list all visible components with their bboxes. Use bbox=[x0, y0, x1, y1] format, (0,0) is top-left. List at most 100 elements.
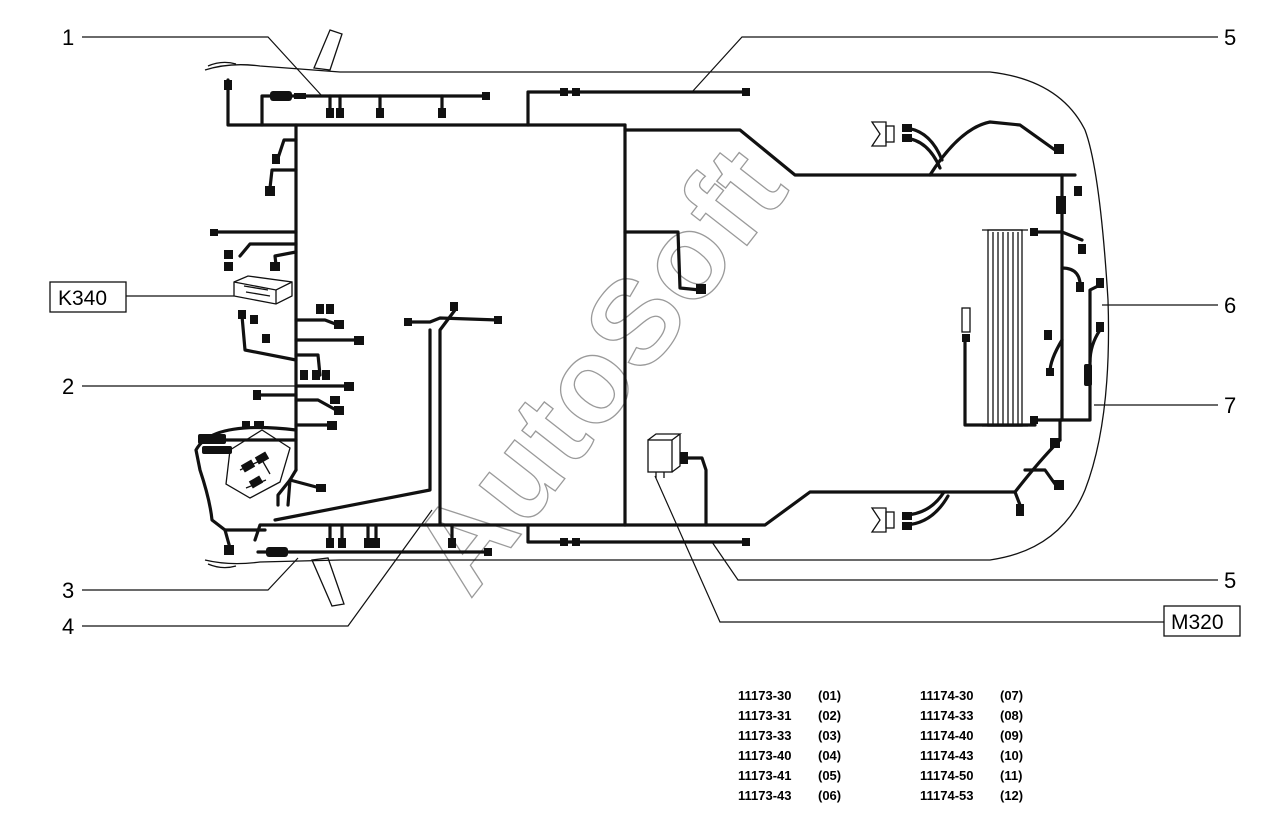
variant-number: (11) bbox=[1000, 768, 1023, 783]
connector bbox=[326, 108, 334, 118]
callout-7: 7 bbox=[1224, 393, 1236, 418]
connector bbox=[272, 154, 280, 164]
connector bbox=[242, 421, 250, 429]
callout-3: 3 bbox=[62, 578, 74, 603]
connector bbox=[572, 538, 580, 546]
variant-code-row: 11174-50(11) bbox=[920, 766, 1023, 786]
connector bbox=[372, 538, 380, 548]
connector bbox=[1056, 206, 1066, 214]
connector bbox=[1044, 330, 1052, 340]
callout-6: 6 bbox=[1224, 293, 1236, 318]
connector bbox=[334, 406, 344, 415]
connector bbox=[560, 88, 568, 96]
connector bbox=[404, 318, 412, 326]
connector bbox=[742, 538, 750, 546]
callout-4: 4 bbox=[62, 614, 74, 639]
variant-code-row: 11173-41 (05) bbox=[738, 766, 841, 786]
connector bbox=[696, 284, 706, 294]
variant-part-number: 11174-33 bbox=[920, 708, 974, 723]
variant-number: (08) bbox=[1000, 708, 1024, 723]
variant-number: (07) bbox=[1000, 688, 1024, 703]
variant-part-number: 11173-43 bbox=[738, 788, 792, 803]
variant-number: (05) bbox=[818, 768, 842, 783]
rear-speaker-bottom-shape bbox=[870, 507, 895, 533]
connector bbox=[270, 262, 280, 271]
connector bbox=[1054, 480, 1064, 490]
variant-code-row: 11173-43(06) bbox=[738, 786, 841, 806]
variant-number: (02) bbox=[818, 708, 842, 723]
connector bbox=[1046, 368, 1054, 376]
variant-number: (10) bbox=[1000, 748, 1024, 763]
connector bbox=[484, 548, 492, 556]
connector bbox=[262, 334, 270, 343]
connectors bbox=[198, 80, 1104, 557]
connector bbox=[224, 80, 232, 90]
car-body-outline bbox=[204, 29, 1110, 607]
connector bbox=[354, 336, 364, 345]
k340-label: K340 bbox=[49, 281, 127, 313]
variant-number: (09) bbox=[1000, 728, 1024, 743]
callout-2: 2 bbox=[62, 374, 74, 399]
variant-codes-right-column: 11174-30(07)11174-33(08)11174-40(09)1117… bbox=[920, 686, 1023, 806]
connector bbox=[326, 304, 334, 314]
connector bbox=[1054, 144, 1064, 154]
connector bbox=[1096, 322, 1104, 332]
rear-window-heater-shape bbox=[982, 229, 1028, 427]
connector bbox=[376, 108, 384, 118]
connector bbox=[1056, 196, 1066, 206]
connector bbox=[312, 370, 320, 380]
connector bbox=[224, 545, 234, 555]
connector bbox=[902, 522, 912, 530]
rear-speaker-top-shape bbox=[870, 121, 895, 147]
variant-part-number: 11173-41 bbox=[738, 768, 792, 783]
connector bbox=[1030, 416, 1038, 424]
connector bbox=[1096, 278, 1104, 288]
connector bbox=[1084, 364, 1092, 386]
reading-lamp-shape bbox=[961, 307, 971, 333]
connector bbox=[253, 390, 261, 400]
variant-code-row: 11173-30(01) bbox=[738, 686, 841, 706]
connector bbox=[560, 538, 568, 546]
variant-number: (12) bbox=[1000, 788, 1024, 803]
variant-code-row: 11174-53 (12) bbox=[920, 786, 1023, 806]
connector bbox=[494, 316, 502, 324]
connector bbox=[238, 310, 246, 319]
connector bbox=[1030, 228, 1038, 236]
connector bbox=[266, 547, 288, 557]
connector bbox=[322, 370, 330, 380]
variant-code-row: 11173-40(04) bbox=[738, 746, 841, 766]
connector bbox=[198, 434, 226, 444]
callout-5-top: 5 bbox=[1224, 25, 1236, 50]
connector bbox=[1078, 244, 1086, 254]
connector bbox=[962, 334, 970, 342]
variant-part-number: 11174-30 bbox=[920, 688, 974, 703]
variant-number: (01) bbox=[818, 688, 842, 703]
k340-label-text: K340 bbox=[58, 287, 107, 310]
connector bbox=[254, 421, 264, 429]
connector bbox=[902, 134, 912, 142]
variant-code-row: 11174-40(09) bbox=[920, 726, 1023, 746]
callout-leaders bbox=[82, 36, 1218, 627]
variant-code-row: 11174-33 (08) bbox=[920, 706, 1023, 726]
connector bbox=[265, 186, 275, 196]
connector bbox=[344, 382, 354, 391]
connector bbox=[224, 250, 233, 259]
connector bbox=[202, 446, 232, 454]
connector bbox=[326, 538, 334, 548]
variant-part-number: 11173-33 bbox=[738, 728, 792, 743]
connector bbox=[450, 302, 458, 311]
callout-5-bottom: 5 bbox=[1224, 568, 1236, 593]
callout-1: 1 bbox=[62, 25, 74, 50]
m320-module-shape bbox=[647, 433, 682, 478]
connector bbox=[334, 320, 344, 329]
m320-label: M320 bbox=[1163, 605, 1241, 637]
front-module-cluster-shape bbox=[225, 429, 291, 499]
connector bbox=[742, 88, 750, 96]
connector bbox=[300, 370, 308, 380]
variant-number: (04) bbox=[818, 748, 842, 763]
connector bbox=[330, 396, 340, 404]
variant-part-number: 11174-53 bbox=[920, 788, 974, 803]
m320-label-text: M320 bbox=[1171, 611, 1224, 634]
connector bbox=[902, 124, 912, 132]
